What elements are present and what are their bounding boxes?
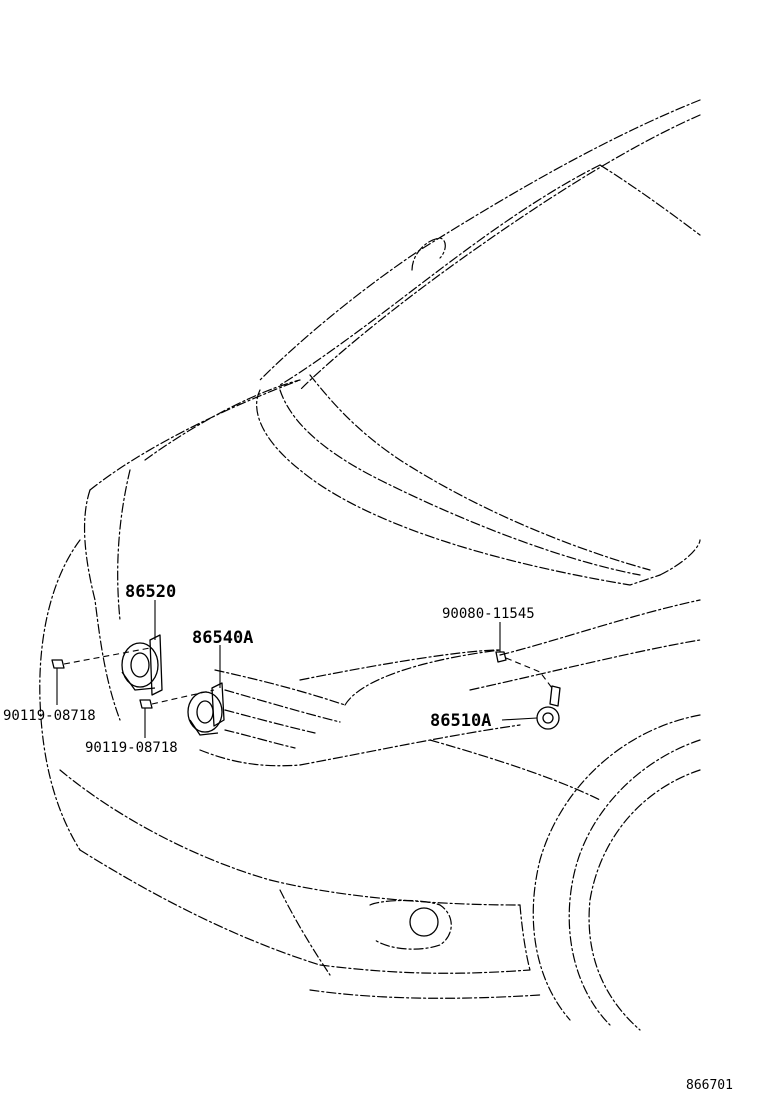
- roof-line-lower: [299, 114, 701, 391]
- lower-intake-bottom: [319, 964, 531, 974]
- horn-86520-icon: [121, 634, 163, 696]
- fender-top-2: [469, 639, 701, 691]
- grille-bottom: [199, 749, 301, 767]
- windshield-lower: [279, 164, 601, 386]
- label-90080-11545: 90080-11545: [442, 606, 535, 622]
- grille-bar-1: [224, 689, 341, 723]
- bolt-right-icon: [495, 651, 507, 663]
- fender-crease: [429, 739, 601, 801]
- fog-lamp-icon: [409, 907, 439, 937]
- assembly-line-bolt-right: [505, 657, 553, 689]
- mirror: [411, 237, 446, 271]
- hood-left-edge: [256, 389, 661, 586]
- horn-86520-core: [130, 652, 150, 678]
- vehicle-outline: [39, 99, 701, 1031]
- horn-86520-bracket: [149, 634, 163, 696]
- grille-right: [344, 649, 501, 706]
- horn-86540a-base: [189, 719, 219, 736]
- horn-86510a-body: [536, 706, 560, 730]
- hood-front: [144, 379, 301, 461]
- horn-86540a-icon: [187, 682, 225, 736]
- label-bolt-left-outer: 90119-08718: [3, 708, 96, 724]
- horn-86540a-body: [187, 691, 223, 733]
- fog-lamp-housing: [369, 899, 452, 950]
- lower-bumper-top: [59, 769, 271, 881]
- wheel-arch-inner: [568, 739, 701, 1026]
- headlight-left: [117, 469, 131, 621]
- horn-86540a-core: [196, 700, 214, 724]
- bolt-icons: [51, 651, 507, 709]
- roof-line-upper: [259, 99, 701, 381]
- figure-number: 866701: [686, 1078, 733, 1093]
- bumper-lower-lip: [309, 989, 541, 999]
- grille-bar-3: [224, 729, 296, 749]
- bolt-left-outer-icon: [51, 659, 65, 669]
- tire: [588, 769, 701, 1031]
- horn-86510a-core: [542, 712, 554, 724]
- fender-top: [499, 599, 701, 656]
- label-bolt-left-inner: 90119-08718: [85, 740, 178, 756]
- grille-top: [214, 669, 346, 706]
- label-86510a: 86510A: [430, 711, 491, 731]
- leader-lines: [56, 600, 538, 738]
- a-pillar: [599, 164, 701, 236]
- hood-inner-edge: [279, 389, 641, 576]
- wheel-arch-outer: [532, 714, 701, 1021]
- assembly-lines: [63, 647, 553, 705]
- grille-bar-2: [224, 709, 316, 734]
- hood-lip: [299, 649, 501, 681]
- hood-center-crease: [309, 374, 651, 571]
- lower-bumper-bottom: [79, 849, 321, 966]
- bolt-left-inner-icon: [139, 699, 153, 709]
- lower-intake-top: [269, 879, 521, 906]
- horn-86540a-bracket: [211, 682, 225, 727]
- under-grille: [299, 724, 521, 766]
- horn-86520-body: [121, 642, 159, 688]
- horn-86510a-icon: [536, 685, 561, 730]
- label-86540a: 86540A: [192, 628, 253, 648]
- hood-side: [659, 539, 701, 576]
- hood-front-2: [89, 379, 301, 491]
- horn-86520-base: [121, 671, 156, 691]
- horn-86510a-bracket: [549, 685, 561, 707]
- assembly-line-bolt-left-outer: [63, 647, 151, 665]
- leader-86510a: [501, 717, 538, 721]
- bumper-right-edge: [519, 904, 531, 971]
- label-86520: 86520: [125, 582, 176, 602]
- assembly-line-bolt-left-inner: [151, 689, 215, 705]
- intake-sweep: [279, 889, 331, 976]
- bumper-left-edge: [39, 539, 81, 851]
- front-left-panel: [83, 489, 121, 721]
